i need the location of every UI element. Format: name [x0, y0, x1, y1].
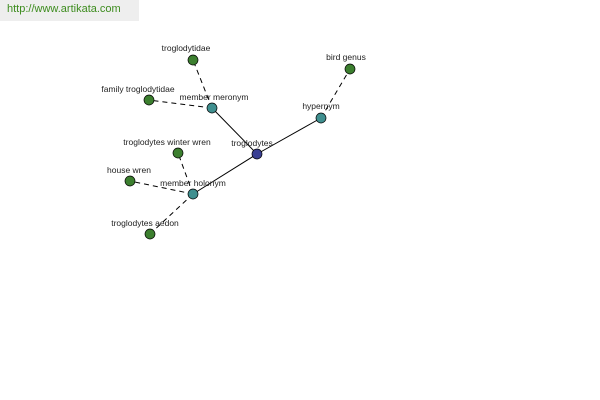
edge-troglodytes-hypernym — [256, 117, 322, 155]
edge-member-holonym-house-wren — [129, 180, 194, 195]
edge-troglodytes-member-meronym — [211, 107, 258, 155]
node-member-holonym[interactable] — [187, 188, 199, 200]
node-bird-genus[interactable] — [344, 63, 356, 75]
edge-member-holonym-winter-wren — [177, 152, 194, 195]
label-bird-genus[interactable]: bird genus — [326, 52, 366, 62]
source-url-link[interactable]: http://www.artikata.com — [7, 3, 121, 15]
label-troglodytes[interactable]: troglodytes — [231, 138, 273, 148]
label-member-meronym[interactable]: member meronym — [180, 92, 249, 102]
node-member-meronym[interactable] — [206, 102, 218, 114]
node-family-troglodytidae[interactable] — [143, 94, 155, 106]
label-troglodytidae[interactable]: troglodytidae — [162, 43, 211, 53]
node-troglodytes-aedon[interactable] — [144, 228, 156, 240]
url-banner: http://www.artikata.com — [0, 0, 139, 21]
label-winter-wren[interactable]: troglodytes winter wren — [123, 137, 211, 147]
edge-member-holonym-troglodytes-aedon — [149, 193, 194, 235]
edge-troglodytes-member-holonym — [192, 153, 258, 195]
edge-member-meronym-family-troglodytidae — [148, 99, 213, 109]
edge-hypernym-bird-genus — [320, 68, 351, 119]
label-house-wren[interactable]: house wren — [107, 165, 151, 175]
node-troglodytes[interactable] — [251, 148, 263, 160]
label-family-troglodytidae[interactable]: family troglodytidae — [101, 84, 175, 94]
node-troglodytidae[interactable] — [187, 54, 199, 66]
node-house-wren[interactable] — [124, 175, 136, 187]
label-hypernym[interactable]: hypernym — [302, 101, 339, 111]
label-troglodytes-aedon[interactable]: troglodytes aedon — [111, 218, 179, 228]
node-winter-wren[interactable] — [172, 147, 184, 159]
label-member-holonym[interactable]: member holonym — [160, 178, 226, 188]
node-hypernym[interactable] — [315, 112, 327, 124]
